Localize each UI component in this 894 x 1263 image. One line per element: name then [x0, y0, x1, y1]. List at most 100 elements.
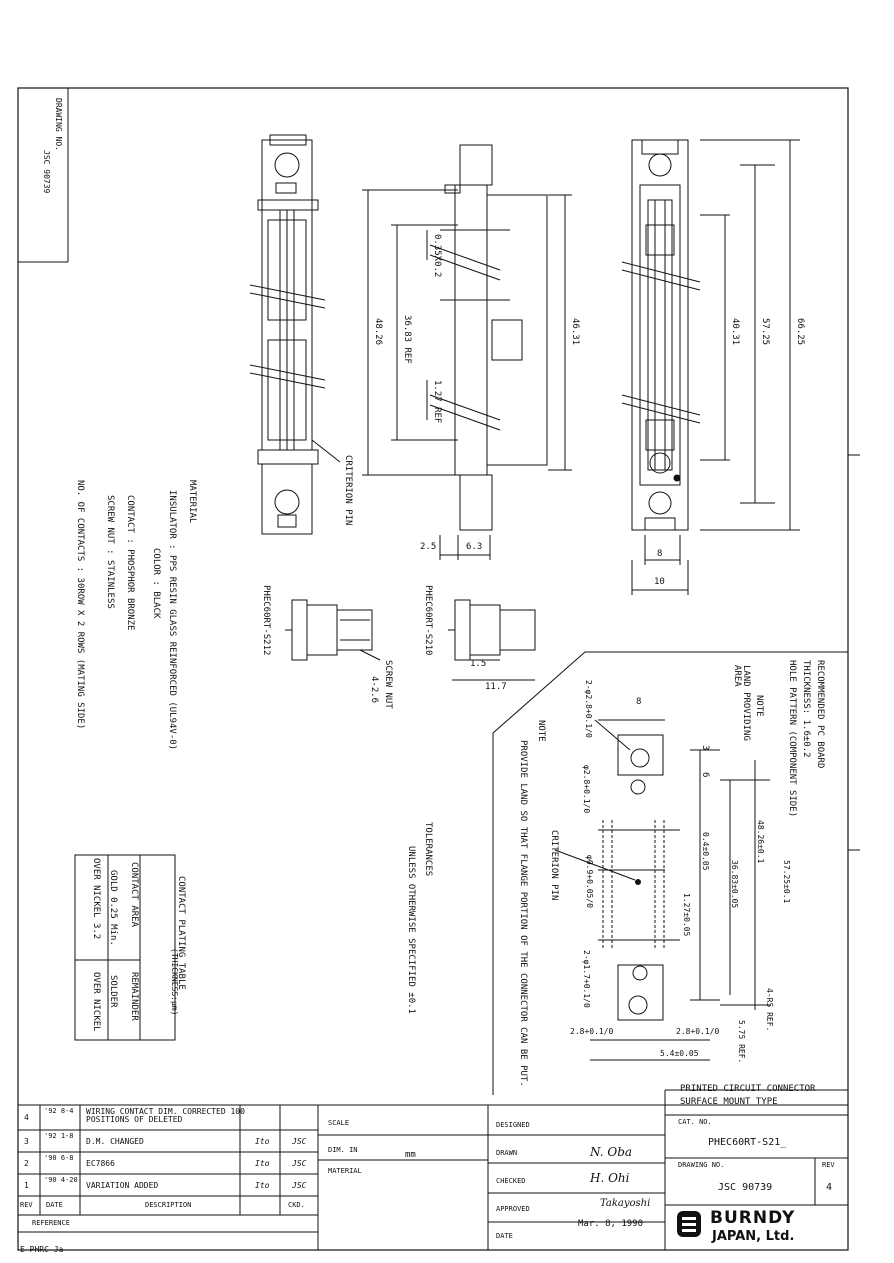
- tolerance-line2: UNLESS OTHERWISE SPECIFIED ±0.1: [406, 846, 416, 1014]
- plating-row1-remainder: SOLDER: [108, 975, 118, 1008]
- rev-number: 1: [24, 1181, 29, 1190]
- rev-description: VARIATION ADDED: [86, 1181, 159, 1190]
- pcb-dim-12: 4-R5 REF.: [765, 988, 774, 1032]
- dim-63-label: 6.3: [466, 542, 483, 552]
- material-screw-nut: SCREW NUT : STAINLESS: [105, 495, 115, 609]
- rev-checked: JSC: [292, 1137, 307, 1146]
- dim-3683-label: 36.83 REF: [402, 315, 412, 364]
- plating-row2-contact: OVER NICKEL 3.2: [91, 858, 101, 940]
- burndy-logo-icon: [677, 1211, 701, 1237]
- pcb-dim-5: 0.4±0.05: [701, 832, 710, 871]
- rev-value: 4: [826, 1182, 833, 1193]
- material-color: COLOR : BLACK: [151, 548, 161, 619]
- rev-number: 2: [24, 1159, 29, 1168]
- pcb-dim-9: 1.27±0.05: [682, 893, 691, 937]
- plating-row1-contact: GOLD 0.25 Min.: [108, 870, 118, 946]
- drawing-no-label-vertical: DRAWING NO.: [54, 98, 63, 151]
- rev-checked: JSC: [292, 1181, 307, 1190]
- rev-description: WIRING CONTACT DIM. CORRECTED 100 POSITI…: [86, 1107, 245, 1124]
- company-subname: JAPAN, Ltd.: [712, 1229, 795, 1244]
- material-insulator: INSULATOR : PPS RESIN GLASS REINFORCED (…: [167, 490, 177, 751]
- rev-checked: JSC: [292, 1159, 307, 1168]
- designed-label: DESIGNED: [496, 1121, 530, 1129]
- scale-label: SCALE: [328, 1119, 350, 1127]
- tolerance-line1: TOLERANCES: [423, 822, 433, 877]
- pcb-dim-7: 48.26±0.1: [756, 820, 765, 864]
- dim-in-value: mm: [405, 1150, 416, 1160]
- model-a-label: PHEC60RT-S212: [261, 585, 271, 656]
- material-title: MATERIAL: [187, 480, 197, 524]
- approved-signature: Takayoshi: [600, 1198, 651, 1209]
- small-views: [285, 599, 536, 681]
- cat-no-value: PHEC60RT-S21_: [708, 1137, 787, 1148]
- rev-date: '90 4-20: [44, 1176, 78, 1184]
- front-view: [249, 134, 341, 535]
- pcb-dim-4: φ2.8+0.1/0: [582, 765, 591, 814]
- checked-label: CHECKED: [496, 1177, 526, 1185]
- rev-date: '92 1-8: [44, 1132, 74, 1140]
- rev-description: EC7866: [86, 1159, 115, 1168]
- rev-header-chk: CKD.: [288, 1201, 305, 1209]
- rev-date: '92 8-4: [44, 1107, 74, 1115]
- plating-subtitle: (THICKNESS:μm): [170, 948, 179, 1016]
- screw-nut-dim-label: 4-2.6: [369, 676, 379, 704]
- pcb-dim-3: 6: [700, 772, 710, 778]
- pcb-dim-1: 8: [636, 697, 642, 707]
- plating-row2-remainder: OVER NICKEL: [91, 972, 101, 1032]
- date-label: DATE: [496, 1232, 513, 1240]
- dim-pitch-label: 0.35X0.2: [432, 234, 442, 278]
- model-b-label: PHEC60RT-S210: [423, 585, 433, 656]
- screw-nut-label: SCREW NUT: [383, 660, 393, 709]
- side-view: [362, 144, 572, 560]
- drawing-no-value-vertical: JSC 90739: [42, 150, 51, 194]
- rev-number: 3: [24, 1137, 29, 1146]
- cat-no-label: CAT. NO.: [678, 1118, 712, 1126]
- rev-header-rev: REV: [20, 1201, 33, 1209]
- plating-header-contact: CONTACT AREA: [129, 862, 139, 928]
- criterion-pin-label: CRITERION PIN: [343, 455, 353, 526]
- pcb-land-area: LAND PROVIDING AREA: [732, 665, 751, 741]
- drawing-no-value: JSC 90739: [718, 1182, 773, 1193]
- material-label: MATERIAL: [328, 1167, 362, 1175]
- company-name: BURNDY: [710, 1208, 796, 1228]
- pcb-dim-10: φ0.9+0.05/0: [585, 855, 594, 908]
- top-view: [621, 139, 800, 595]
- pcb-dim-0: 2-φ2.8+0.1/0: [584, 680, 593, 738]
- footer-code: E-PHRC-Ja: [20, 1245, 64, 1254]
- pcb-dim-15: 2.8+0.1/0: [676, 1027, 720, 1036]
- reference-label: REFERENCE: [32, 1219, 70, 1227]
- dim-5725-label: 57.25: [760, 318, 770, 346]
- rev-description: D.M. CHANGED: [86, 1137, 144, 1146]
- pcb-pattern: HOLE PATTERN (COMPONENT SIDE): [787, 660, 797, 818]
- rev-by: Ito: [255, 1137, 270, 1146]
- pcb-dim-16: 5.4±0.05: [660, 1049, 699, 1058]
- date-value: Mar. 8, 1990: [578, 1219, 644, 1229]
- rev-header-date: DATE: [46, 1201, 63, 1209]
- dim-4826-label: 48.26: [373, 318, 383, 346]
- pcb-note2-text: PROVIDE LAND SO THAT FLANGE PORTION OF T…: [518, 740, 528, 1087]
- rev-label: REV: [822, 1161, 835, 1169]
- title-line1: PRINTED CIRCUIT CONNECTOR: [680, 1084, 816, 1094]
- drawn-label: DRAWN: [496, 1149, 518, 1157]
- pcb-note: NOTE: [754, 695, 764, 717]
- dim-10-label: 10: [654, 577, 665, 587]
- material-contact: CONTACT : PHOSPHOR BRONZE: [125, 495, 135, 631]
- drawing-no-label: DRAWING NO.: [678, 1161, 725, 1169]
- checked-signature: H. Ohi: [590, 1171, 630, 1185]
- pcb-criterion-pin: CRITERION PIN: [549, 830, 559, 901]
- pcb-note2: NOTE: [536, 720, 546, 742]
- title-block: [18, 1089, 848, 1250]
- dim-127-label: 1.27 REF: [432, 380, 442, 424]
- pcb-pattern: [492, 651, 848, 1095]
- pcb-thickness: THICKNESS: 1.6±0.2: [801, 660, 811, 758]
- approved-label: APPROVED: [496, 1205, 530, 1213]
- dim-15-label: 1.5: [470, 659, 487, 669]
- dim-25-label: 2.5: [420, 542, 437, 552]
- rev-header-desc: DESCRIPTION: [145, 1201, 192, 1209]
- material-contacts: NO. OF CONTACTS : 30ROW X 2 ROWS (MATING…: [75, 480, 85, 730]
- pcb-dim-6: 36.83±0.05: [730, 860, 739, 909]
- rev-by: Ito: [255, 1159, 270, 1168]
- pcb-dim-11: 2-φ1.7+0.1/0: [582, 950, 591, 1008]
